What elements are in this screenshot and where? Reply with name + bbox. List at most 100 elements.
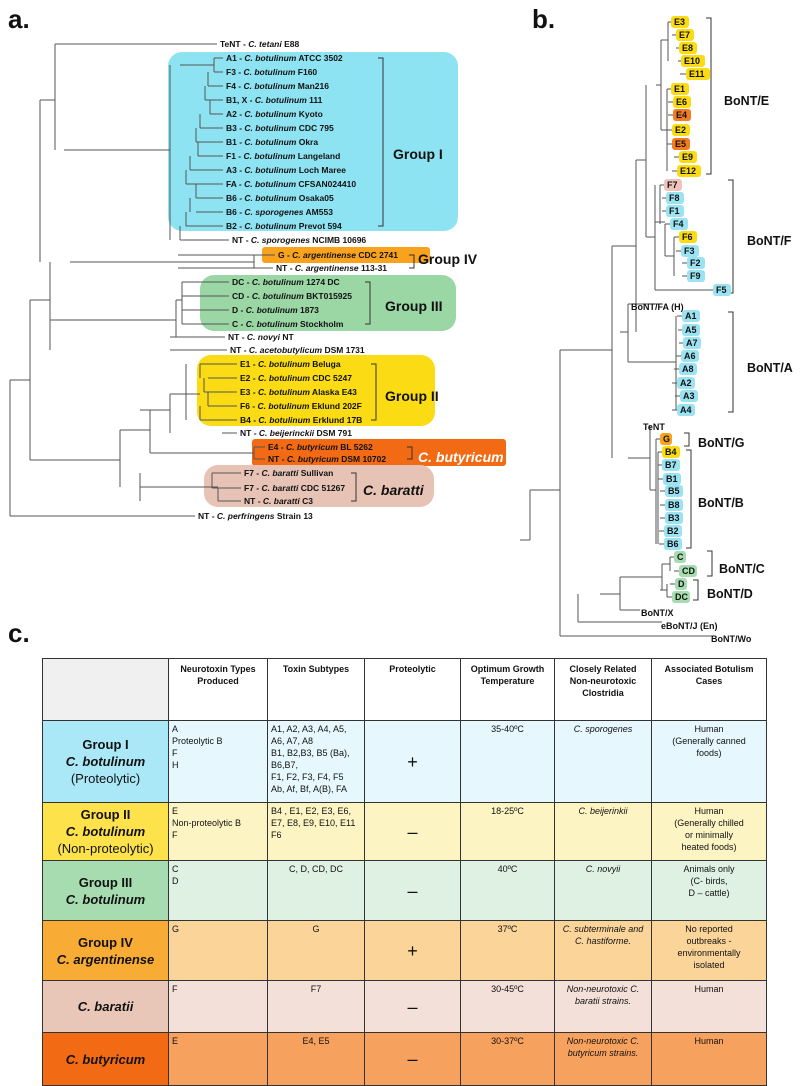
tip-badge	[673, 109, 691, 121]
tree-branch	[693, 579, 699, 601]
clade-label: BoNT/E	[724, 94, 769, 108]
tip-label: B8	[668, 500, 680, 510]
leaf-label: B1 - C. botulinum Okra	[226, 137, 318, 147]
tree-branch	[351, 472, 357, 502]
temperature-cell: 18-25ºC	[460, 802, 555, 861]
plain-label: BoNT/FA (H)	[631, 302, 684, 312]
tip-badge	[687, 270, 705, 282]
tip-b4: B4	[662, 446, 680, 458]
tip-badge	[663, 473, 681, 485]
clade-label: BoNT/A	[747, 361, 793, 375]
header-cell: Proteolytic	[364, 658, 461, 721]
tip-b6: B6	[664, 538, 682, 550]
tip-a8: A8	[679, 363, 697, 375]
tip-label: B3	[668, 513, 680, 523]
tip-e12: E12	[677, 165, 701, 177]
leaf-label: D - C. botulinum 1873	[232, 305, 319, 315]
tree-branch	[365, 281, 371, 325]
tip-label: A4	[680, 405, 692, 415]
leaf-label: CD - C. botulinum BKT015925	[232, 291, 352, 301]
group-cell: C. baratii	[42, 980, 169, 1033]
table-header-row: Neurotoxin Types Produced Toxin Subtypes…	[42, 658, 767, 721]
plain-label: BoNT/X	[641, 608, 674, 618]
tip-a7: A7	[683, 337, 701, 349]
tree-b-phylogeny: E3E7E8E10E11E1E6E4E2E5E9E12F7F8F1F4F6F3F…	[520, 16, 793, 644]
leaf-label: A3 - C. botulinum Loch Maree	[226, 165, 346, 175]
leaf-label: B4 - C. botulinum Erklund 17B	[240, 415, 362, 425]
tip-e9: E9	[679, 151, 697, 163]
tip-badge	[666, 192, 684, 204]
comparison-table: Neurotoxin Types Produced Toxin Subtypes…	[42, 658, 767, 1086]
tip-f8: F8	[666, 192, 684, 204]
group-label: C. baratti	[363, 482, 425, 498]
tip-f2: F2	[687, 257, 705, 269]
tip-badge	[677, 165, 701, 177]
leaf-label: F3 - C. botulinum F160	[226, 67, 317, 77]
subtypes-cell: B4 , E1, E2, E3, E6,E7, E8, E9, E10, E11…	[267, 802, 365, 861]
tip-badge	[679, 42, 697, 54]
tip-badge	[672, 124, 690, 136]
tip-label: E8	[682, 43, 693, 53]
tip-badge	[680, 390, 698, 402]
tree-a-branches	[9, 43, 275, 517]
group-box-c-baratti	[204, 465, 434, 507]
leaf-label: E4 - C. butyricum BL 5262	[268, 442, 373, 452]
leaf-label: NT - C. novyi NT	[228, 332, 294, 342]
cases-cell: Human	[651, 980, 767, 1033]
proteolytic-cell: +	[364, 920, 461, 981]
tip-label: E1	[674, 84, 685, 94]
tip-label: E7	[679, 30, 690, 40]
group-label: Group III	[385, 298, 443, 314]
tip-badge	[671, 16, 689, 28]
tip-label: A7	[686, 338, 698, 348]
tree-branch	[707, 550, 713, 577]
related-cell: C. subterminale and C. hastiforme.	[554, 920, 652, 981]
tree-branch	[686, 449, 692, 549]
tip-label: E12	[680, 166, 696, 176]
temperature-cell: 40ºC	[460, 860, 555, 921]
tip-a5: A5	[682, 324, 700, 336]
tip-badge	[665, 499, 683, 511]
leaf-label: F7 - C. baratti CDC 51267	[244, 483, 345, 493]
group-label: C. butyricum	[418, 449, 504, 465]
header-cell: Neurotoxin Types Produced	[168, 658, 268, 721]
leaf-label: C - C. botulinum Stockholm	[232, 319, 344, 329]
tip-badge	[677, 404, 695, 416]
tip-label: F8	[669, 193, 680, 203]
tip-badge	[662, 446, 680, 458]
tip-badge	[675, 578, 687, 590]
panel-label-c: c.	[8, 618, 30, 648]
tip-f5: F5	[713, 284, 731, 296]
types-cell: E	[168, 1032, 268, 1086]
leaf-label: A2 - C. botulinum Kyoto	[226, 109, 323, 119]
tree-a-brackets	[351, 57, 415, 502]
tip-e6: E6	[673, 96, 691, 108]
tree-branch	[371, 363, 377, 421]
tip-badge	[660, 433, 672, 445]
group-cell: C. butyricum	[42, 1032, 169, 1086]
tip-a3: A3	[680, 390, 698, 402]
proteolytic-cell: +	[364, 720, 461, 803]
tip-label: F3	[684, 246, 695, 256]
leaf-label: B6 - C. botulinum Osaka05	[226, 193, 334, 203]
leaf-label: FA - C. botulinum CFSAN024410	[226, 179, 356, 189]
tip-badge	[664, 179, 682, 191]
tip-label: F5	[716, 285, 727, 295]
tip-badge	[674, 551, 686, 563]
types-cell: G	[168, 920, 268, 981]
tip-f6: F6	[679, 231, 697, 243]
group-box-c-butyricum	[252, 439, 506, 466]
clade-label: BoNT/D	[707, 587, 753, 601]
tree-branch	[706, 17, 712, 175]
tip-e2: E2	[672, 124, 690, 136]
plain-label: eBoNT/J (En)	[661, 621, 718, 631]
tree-branch	[728, 311, 734, 413]
tip-badge	[665, 512, 683, 524]
tip-b7: B7	[662, 459, 680, 471]
